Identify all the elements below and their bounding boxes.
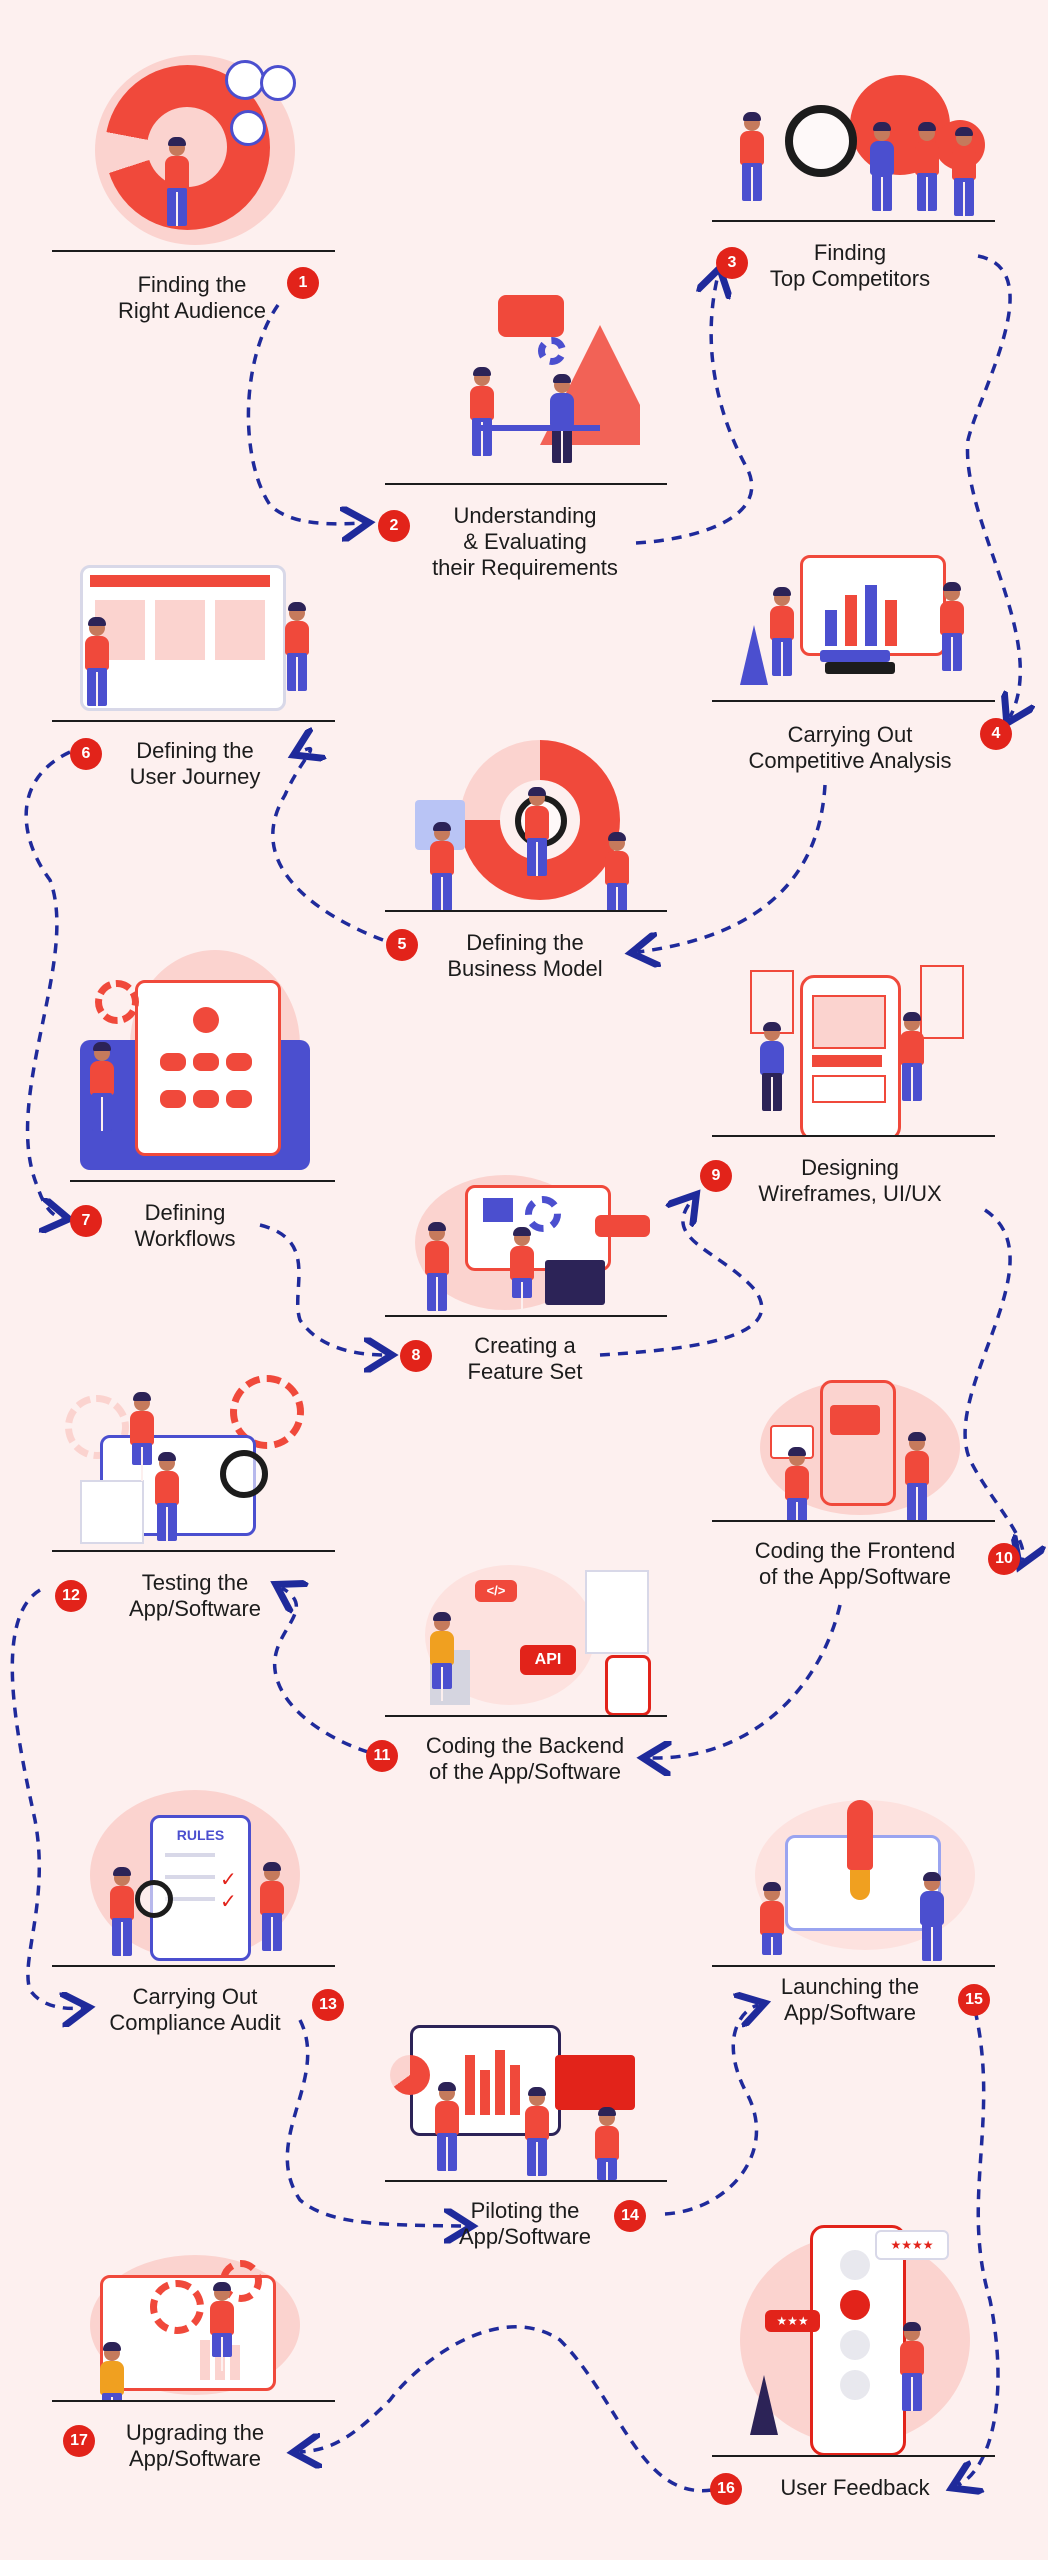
step-label: Testing the App/Software bbox=[128, 1570, 262, 1621]
step-label: Piloting the App/Software bbox=[458, 2198, 592, 2249]
ground-line bbox=[712, 700, 995, 702]
code-tag-badge: </> bbox=[475, 1580, 517, 1602]
step-label: Finding the Right Audience bbox=[118, 272, 266, 323]
frontend-coding-illustration bbox=[730, 1375, 990, 1520]
requirements-discussion-illustration bbox=[420, 285, 640, 483]
step-number-badge: 8 bbox=[400, 1340, 432, 1372]
step-label: Carrying Out Competitive Analysis bbox=[748, 722, 952, 773]
wireframes-phone-illustration bbox=[730, 955, 990, 1135]
upgrade-gears-illustration bbox=[70, 2240, 325, 2400]
step-number-badge: 10 bbox=[988, 1543, 1020, 1575]
feedback-emoji-illustration: ★★★ ★★★★ bbox=[720, 2205, 990, 2455]
ground-line bbox=[52, 250, 335, 252]
ground-line bbox=[712, 2455, 995, 2457]
ground-line bbox=[712, 1520, 995, 1522]
step-number-badge: 9 bbox=[700, 1160, 732, 1192]
step-label: Defining Workflows bbox=[134, 1200, 236, 1251]
step-number-badge: 15 bbox=[958, 1984, 990, 2016]
step-label: Carrying Out Compliance Audit bbox=[109, 1984, 281, 2035]
star-rating-icon: ★★★★ bbox=[875, 2230, 949, 2260]
testing-gears-illustration bbox=[65, 1375, 325, 1550]
step-number-badge: 7 bbox=[70, 1205, 102, 1237]
step-number-badge: 11 bbox=[366, 1740, 398, 1772]
backend-api-illustration: </> API bbox=[400, 1560, 660, 1715]
rules-heading: RULES bbox=[176, 1827, 225, 1843]
step-number-badge: 16 bbox=[710, 2473, 742, 2505]
step-number-badge: 4 bbox=[980, 718, 1012, 750]
step-number-badge: 13 bbox=[312, 1989, 344, 2021]
analysis-chart-illustration bbox=[725, 540, 990, 700]
ground-line bbox=[385, 483, 667, 485]
business-model-illustration bbox=[405, 735, 645, 910]
step-label: Understanding & Evaluating their Require… bbox=[432, 503, 618, 580]
step-label: User Feedback bbox=[780, 2475, 930, 2500]
magnifier-competitors-illustration bbox=[720, 75, 990, 220]
api-badge: API bbox=[520, 1645, 576, 1675]
step-label: Coding the Frontend of the App/Software bbox=[754, 1538, 956, 1589]
ground-line bbox=[70, 1180, 335, 1182]
workflow-diagram-illustration bbox=[70, 945, 325, 1180]
ground-line bbox=[385, 1315, 667, 1317]
step-number-badge: 5 bbox=[386, 929, 418, 961]
step-number-badge: 6 bbox=[70, 738, 102, 770]
checkmark-icon: ✓ bbox=[220, 1869, 237, 1891]
piloting-dashboard-illustration bbox=[390, 2015, 660, 2180]
ground-line bbox=[385, 2180, 667, 2182]
ground-line bbox=[385, 1715, 667, 1717]
step-label: Coding the Backend of the App/Software bbox=[425, 1733, 625, 1784]
ground-line bbox=[712, 220, 995, 222]
step-number-badge: 14 bbox=[614, 2200, 646, 2232]
step-label: Upgrading the App/Software bbox=[125, 2420, 265, 2471]
user-journey-board-illustration bbox=[60, 555, 325, 720]
ground-line bbox=[712, 1965, 995, 1967]
step-number-badge: 1 bbox=[287, 267, 319, 299]
step-label: Defining the User Journey bbox=[129, 738, 261, 789]
step-label: Creating a Feature Set bbox=[467, 1333, 583, 1384]
star-rating-icon: ★★★ bbox=[765, 2310, 820, 2332]
step-number-badge: 17 bbox=[63, 2425, 95, 2457]
step-number-badge: 12 bbox=[55, 1580, 87, 1612]
compliance-rules-illustration: RULES ✓ ✓ bbox=[75, 1785, 320, 1965]
step-label: Finding Top Competitors bbox=[769, 240, 931, 291]
ground-line bbox=[52, 1550, 335, 1552]
checkmark-icon: ✓ bbox=[220, 1891, 237, 1913]
step-label: Defining the Business Model bbox=[447, 930, 603, 981]
step-label: Launching the App/Software bbox=[780, 1974, 920, 2025]
ground-line bbox=[52, 2400, 335, 2402]
step-number-badge: 2 bbox=[378, 510, 410, 542]
step-number-badge: 3 bbox=[716, 247, 748, 279]
ground-line bbox=[385, 910, 667, 912]
rocket-launch-illustration bbox=[730, 1790, 990, 1965]
feature-set-illustration bbox=[395, 1170, 660, 1315]
ground-line bbox=[52, 1965, 335, 1967]
step-label: Designing Wireframes, UI/UX bbox=[758, 1155, 942, 1206]
audience-pie-chart-illustration bbox=[85, 45, 315, 250]
ground-line bbox=[52, 720, 335, 722]
ground-line bbox=[712, 1135, 995, 1137]
